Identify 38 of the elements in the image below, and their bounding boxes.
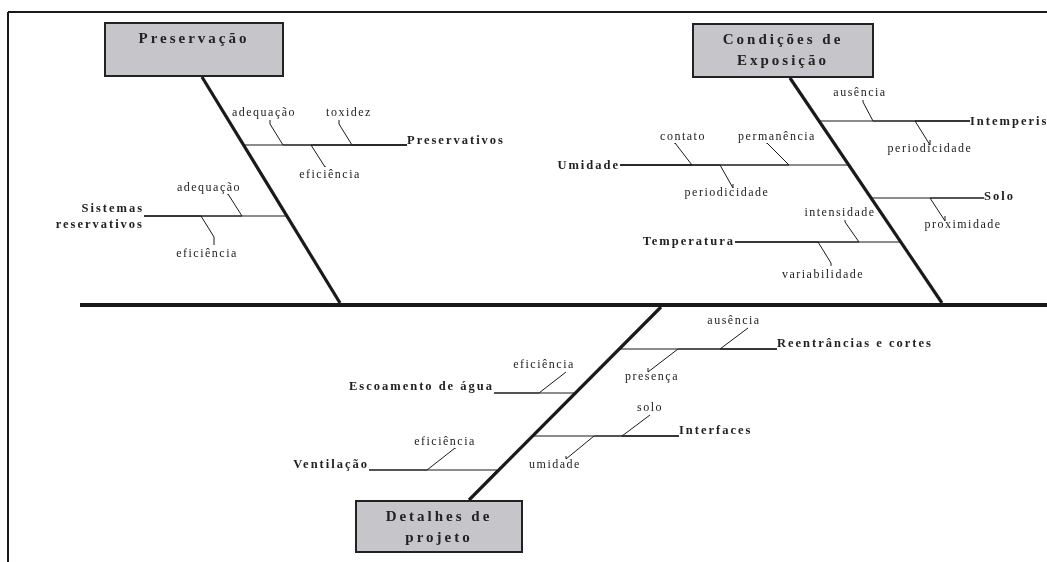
factor-label: proximidade [924, 216, 1002, 232]
category-title: Condições de Exposição [721, 30, 845, 70]
factor-label: variabilidade [781, 266, 865, 282]
factor-label: ausência [707, 312, 761, 328]
cause-label: Temperatura [642, 233, 735, 249]
cause-label: Escoamento de água [348, 378, 494, 394]
category-title: Preservação [137, 29, 251, 48]
factor-label: umidade [529, 456, 581, 472]
cause-label: Sistemas reservativos [48, 200, 144, 232]
cause-label: Ventilação [293, 456, 369, 472]
factor-label: eficiência [513, 356, 575, 372]
cause-label: Umidade [557, 157, 620, 173]
factor-label: toxidez [326, 104, 372, 120]
factor-label: solo [637, 399, 663, 415]
factor-label: intensidade [804, 204, 876, 220]
cause-label: Solo [984, 188, 1015, 204]
factor-label: periodicidade [887, 140, 973, 156]
factor-label: adequação [176, 179, 242, 195]
factor-label: ausência [833, 84, 887, 100]
category-box [104, 22, 284, 77]
factor-label: contato [660, 128, 706, 144]
factor-label: eficiência [299, 166, 361, 182]
factor-label: eficiência [414, 433, 476, 449]
category-box [355, 500, 523, 553]
category-box [692, 23, 874, 78]
factor-label: periodicidade [684, 184, 770, 200]
cause-label: Preservativos [407, 132, 505, 148]
bone-line [200, 75, 342, 305]
category-title: Detalhes de projeto [384, 507, 494, 547]
cause-label: Interfaces [679, 422, 753, 438]
spine-bar [80, 303, 1047, 307]
factor-label: permanência [738, 128, 816, 144]
factor-label: presença [625, 368, 679, 384]
bone-line [467, 305, 663, 502]
factor-label: eficiência [176, 245, 238, 261]
factor-label: adequação [231, 104, 297, 120]
bone-line [788, 76, 944, 305]
cause-label: Reentrâncias e cortes [777, 335, 933, 351]
